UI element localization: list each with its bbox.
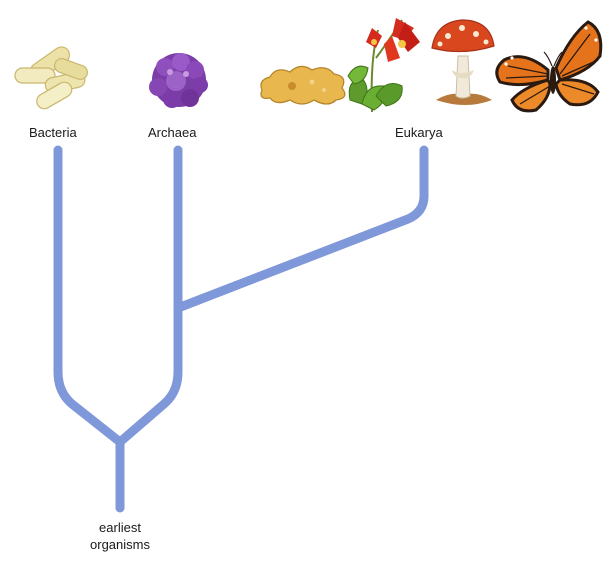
root-label: earliest organisms bbox=[70, 519, 170, 553]
domain-label-archaea: Archaea bbox=[148, 125, 196, 141]
branch-bacteria bbox=[58, 150, 120, 442]
mushroom-icon bbox=[432, 20, 494, 105]
columbine-flower-icon bbox=[348, 18, 420, 112]
root-label-line2: organisms bbox=[70, 536, 170, 553]
branch-archaea bbox=[120, 150, 178, 442]
bacteria-capsules-icon bbox=[15, 44, 89, 112]
domain-label-bacteria: Bacteria bbox=[29, 125, 77, 141]
archaea-cell-icon bbox=[149, 53, 208, 108]
root-label-line1: earliest bbox=[70, 519, 170, 536]
amoeba-icon bbox=[261, 66, 345, 104]
monarch-butterfly-icon bbox=[497, 22, 601, 111]
domain-label-eukarya: Eukarya bbox=[395, 125, 443, 141]
tree-branches bbox=[58, 150, 424, 508]
branch-eukarya bbox=[178, 150, 424, 308]
